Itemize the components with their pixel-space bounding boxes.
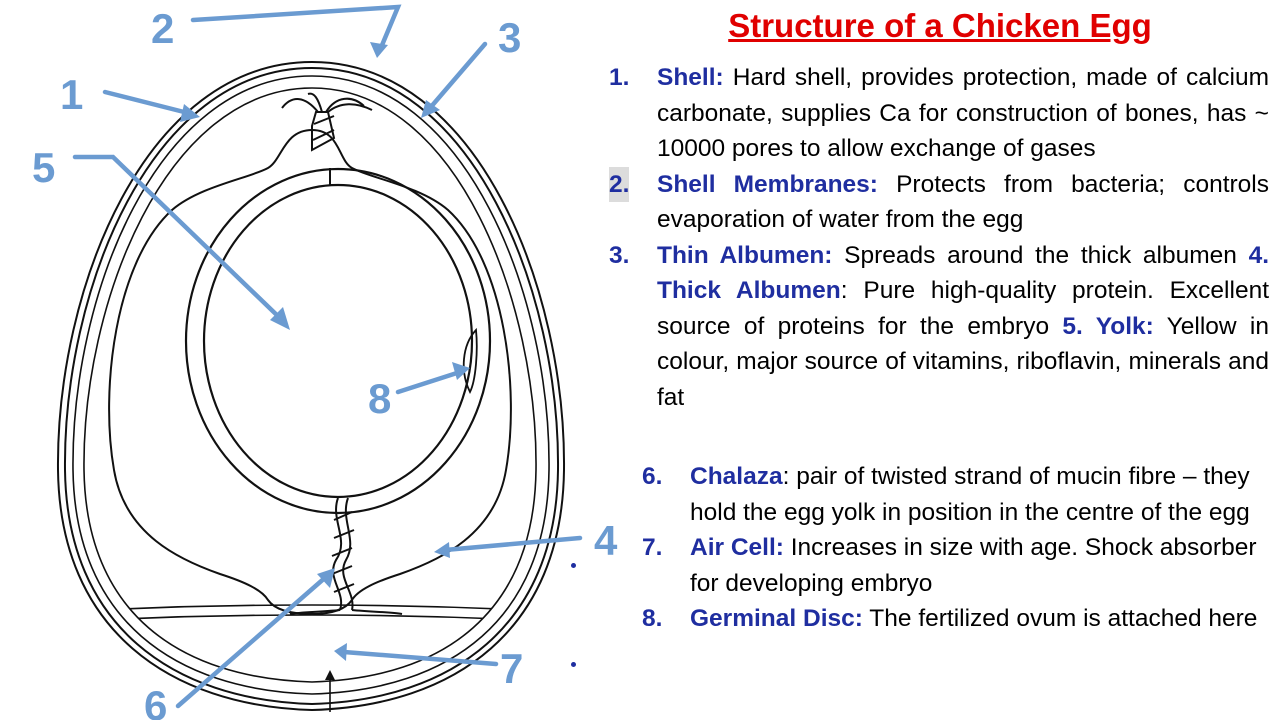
- germinal-disc: [462, 327, 478, 395]
- thick-albumen: [108, 128, 512, 616]
- item-term: Germinal Disc:: [690, 605, 863, 632]
- page-title: Structure of a Chicken Egg: [728, 7, 1152, 44]
- chalaza-top: [281, 92, 373, 185]
- item-term: Shell Membranes:: [657, 170, 878, 198]
- diagram-label-3: 3: [498, 14, 521, 61]
- item-number: 1.: [609, 64, 630, 91]
- item-text: The fertilized ovum is attached here: [862, 605, 1258, 632]
- list-item-shell: 1. Shell: Hard shell, provides protectio…: [609, 60, 1269, 167]
- list-item-albumen-yolk: 3. Thin Albumen: Spreads around the thic…: [609, 238, 1269, 416]
- diagram-label-1: 1: [60, 71, 83, 118]
- item-number: 3.: [609, 241, 630, 269]
- egg-shell: [56, 60, 566, 712]
- decorative-dot: [571, 563, 576, 568]
- item-number: 2.: [609, 166, 630, 202]
- item-term-yolk: 5. Yolk:: [1062, 312, 1154, 340]
- list-item-shell-membranes: 2. Shell Membranes: Protects from bacter…: [609, 166, 1269, 238]
- item-text: Hard shell, provides protection, made of…: [657, 64, 1269, 162]
- item-text: Protects from bacteria; controls evapora…: [657, 170, 1269, 234]
- diagram-label-5: 5: [32, 144, 55, 191]
- egg-parts-list-2: 6. Chalaza: pair of twisted strand of mu…: [642, 459, 1262, 637]
- yolk: [184, 167, 492, 515]
- diagram-label-6: 6: [144, 682, 167, 720]
- item-text-yolk: Yellow in colour, major source of vitami…: [657, 312, 1269, 411]
- item-text: Spreads around the thick albumen: [832, 241, 1249, 269]
- list-item-air-cell: 7. Air Cell: Increases in size with age.…: [642, 530, 1262, 601]
- egg-parts-list: 1. Shell: Hard shell, provides protectio…: [609, 60, 1269, 415]
- item-number: 7.: [642, 534, 663, 561]
- diagram-label-7: 7: [500, 645, 523, 692]
- list-item-germinal-disc: 8. Germinal Disc: The fertilized ovum is…: [642, 601, 1262, 637]
- item-term-thick-albumen: 4. Thick Albumen: [657, 241, 1269, 305]
- item-text: : pair of twisted strand of mucin fibre …: [690, 463, 1250, 526]
- list-item-chalaza: 6. Chalaza: pair of twisted strand of mu…: [642, 459, 1262, 530]
- diagram-label-4: 4: [594, 517, 618, 564]
- chalaza-bottom: [289, 497, 403, 615]
- item-term: Air Cell:: [690, 534, 784, 561]
- decorative-dot: [571, 662, 576, 667]
- item-term: Shell:: [657, 64, 724, 91]
- diagram-label-8: 8: [368, 375, 391, 422]
- chicken-egg-diagram: 1 2 3 4 5 6 7 8: [32, 4, 618, 720]
- item-number: 6.: [642, 463, 663, 490]
- air-cell-marker-head: [325, 670, 335, 680]
- item-term: Chalaza: [690, 463, 783, 490]
- item-number: 8.: [642, 605, 663, 632]
- item-term: Thin Albumen:: [657, 241, 833, 269]
- shell-membranes: [72, 75, 550, 695]
- item-text: Increases in size with age. Shock absorb…: [690, 534, 1257, 597]
- diagram-label-2: 2: [151, 5, 174, 52]
- pointer-arrows: [72, 4, 583, 709]
- item-text-thick-albumen: : Pure high-quality protein. Excellent s…: [657, 277, 1269, 340]
